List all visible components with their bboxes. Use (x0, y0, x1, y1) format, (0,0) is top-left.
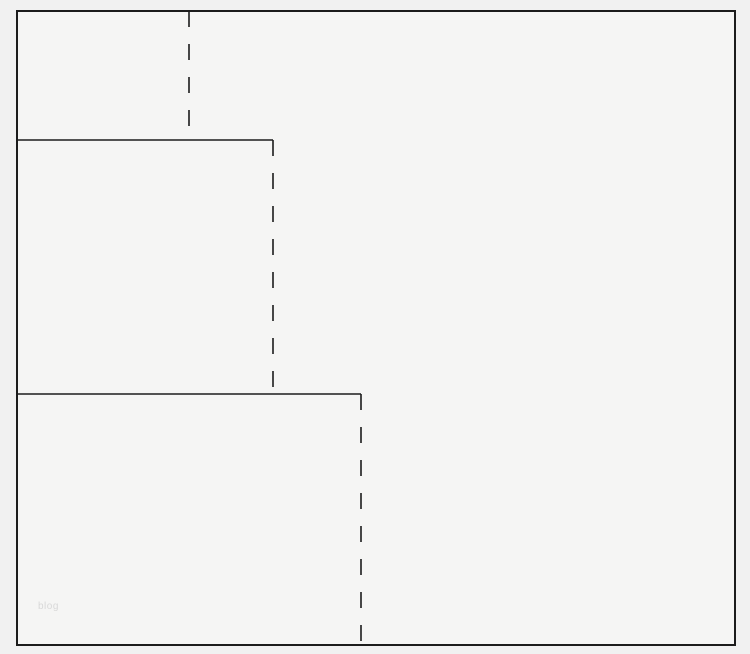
diagram-frame (16, 10, 736, 646)
